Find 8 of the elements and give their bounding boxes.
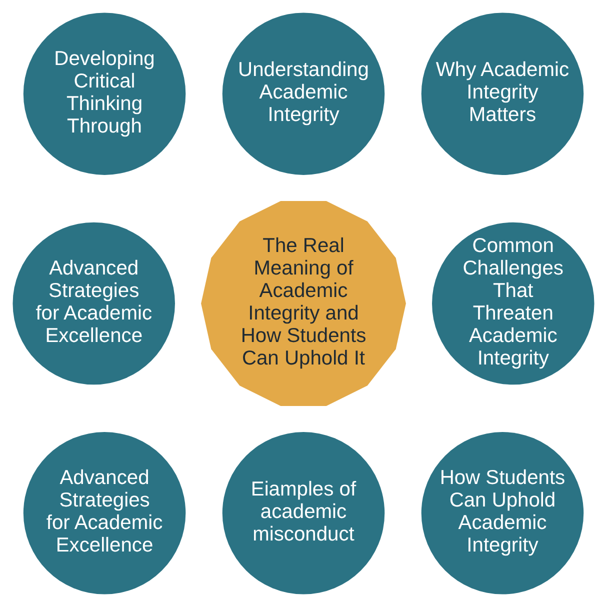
node-circle: Advanced Strategies for Academic Excellence: [23, 432, 186, 594]
node-circle: How Students Can Uphold Academic Integrity: [421, 432, 584, 594]
node-circle: Developing Critical Thinking Through: [23, 12, 186, 175]
node-circle: Why Academic Integrity Matters: [421, 12, 584, 175]
node-circle: Eiamples of academic misconduct: [222, 432, 385, 594]
node-circle: Common Challenges That Threaten Academic Integrity: [432, 222, 594, 385]
node-circle: Advanced Strategies for Academic Excellence: [12, 222, 175, 385]
node-circle: Understanding Academic Integrity: [222, 12, 385, 175]
